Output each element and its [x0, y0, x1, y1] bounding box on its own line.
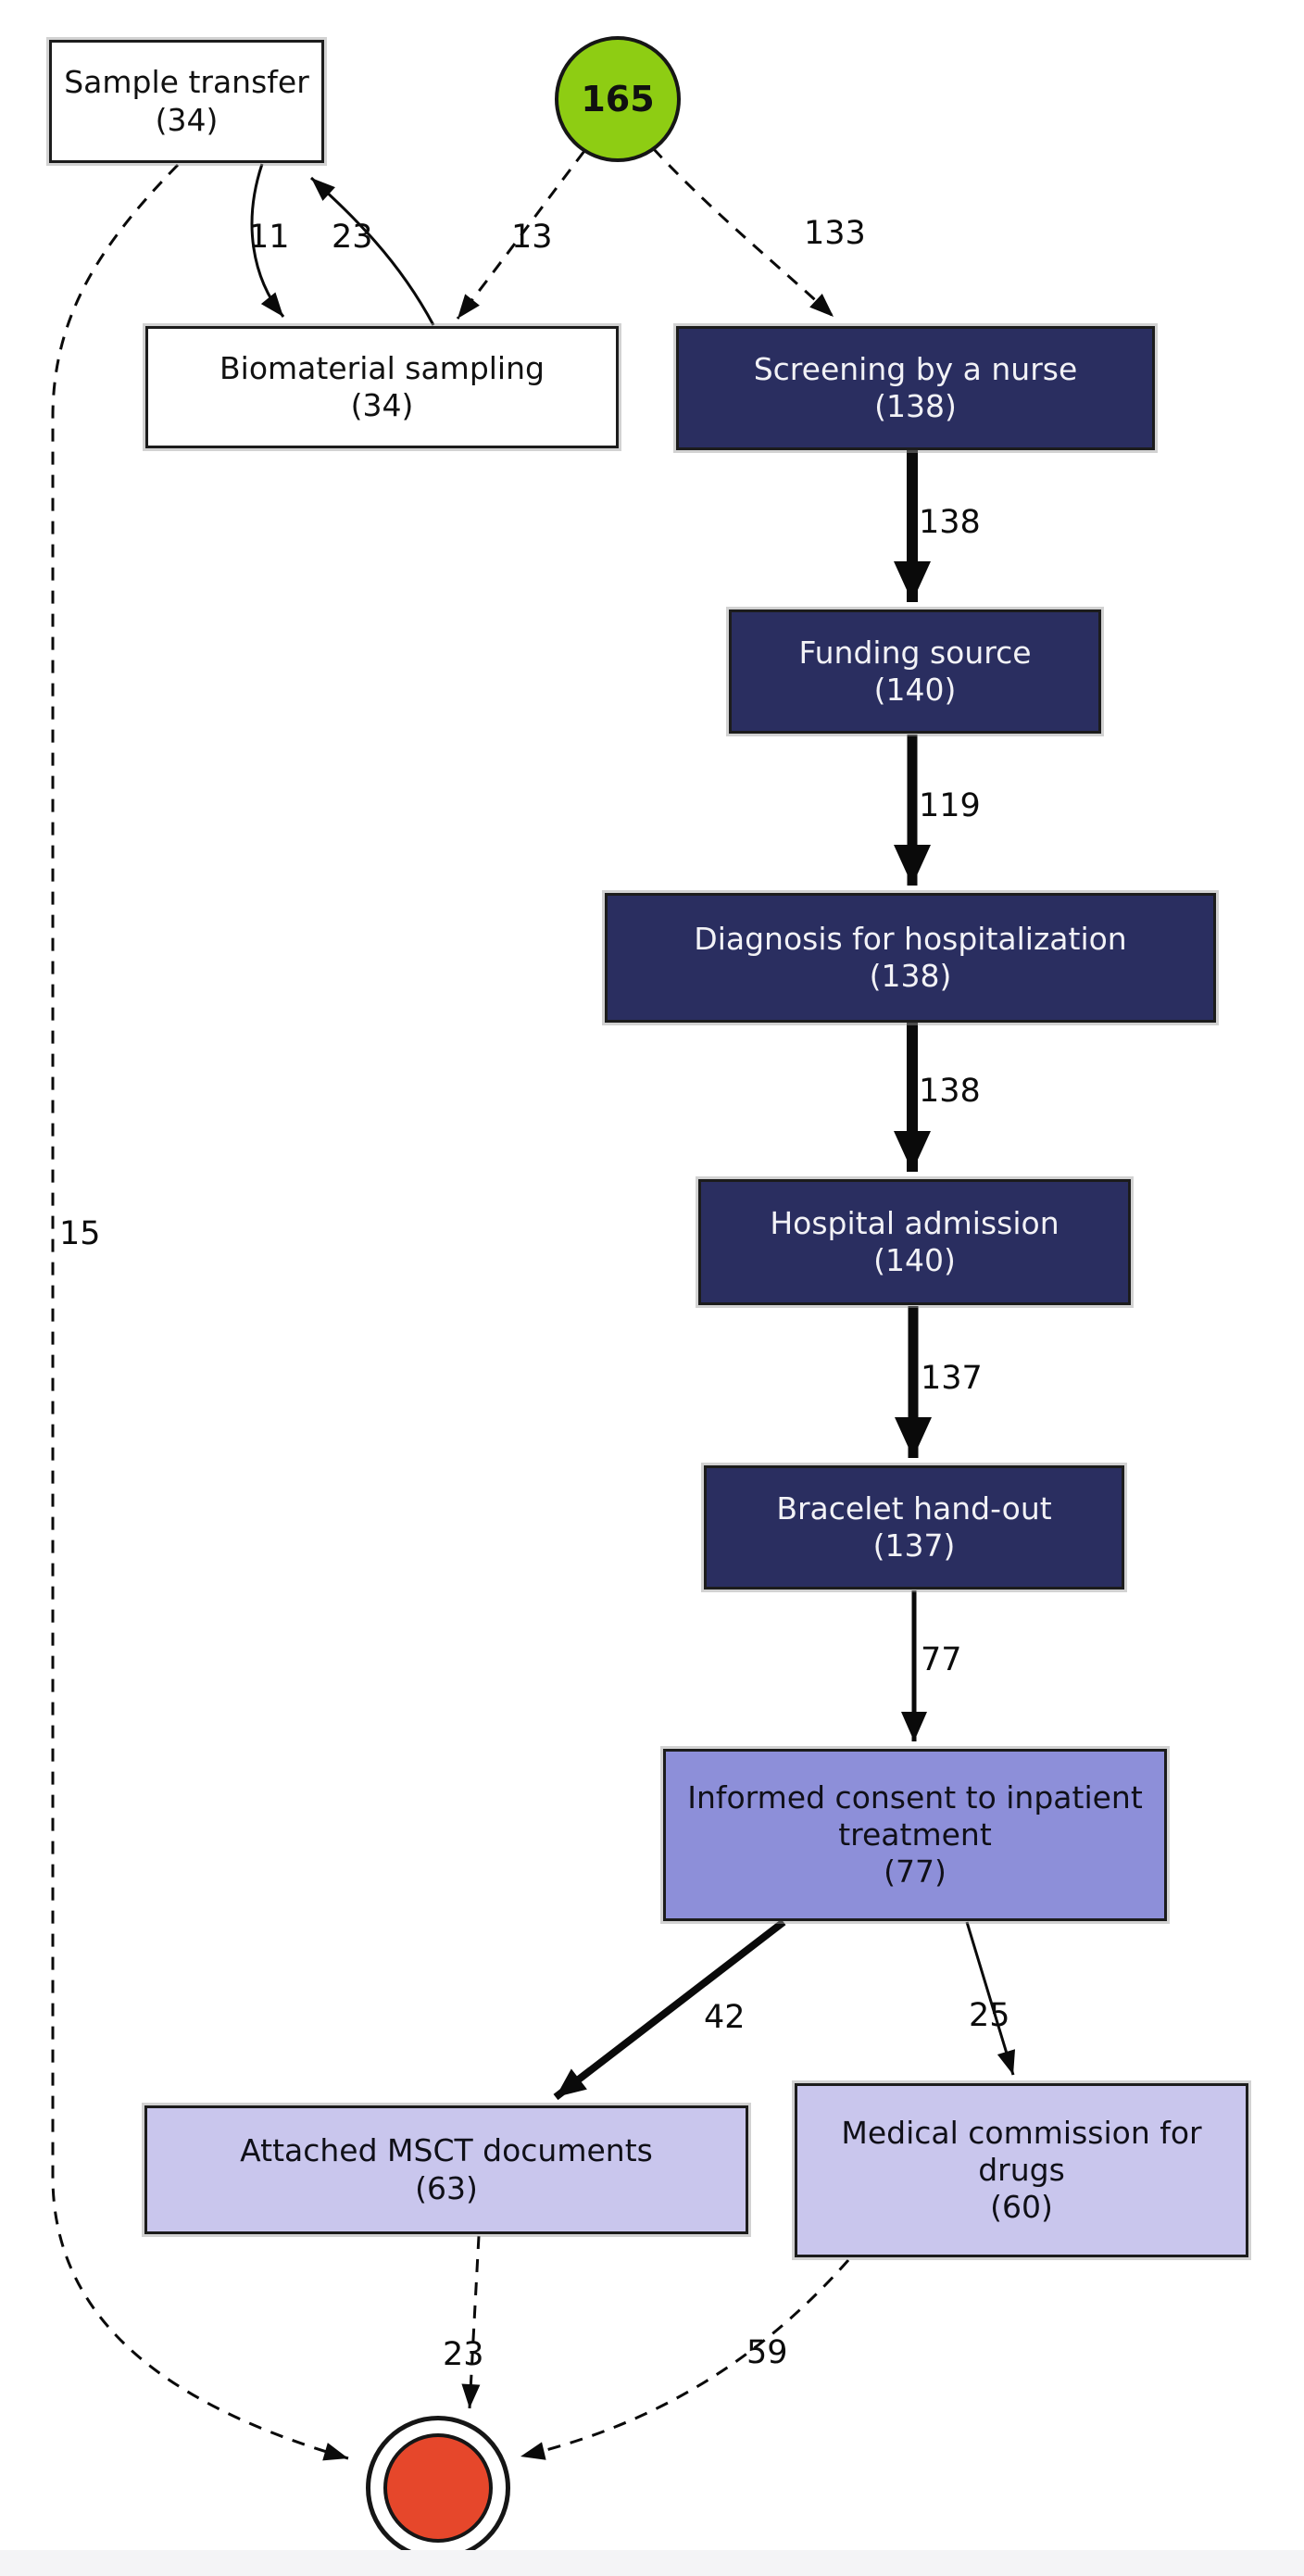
- node-count: (140): [873, 1242, 956, 1278]
- node-label: Attached MSCT documents: [240, 2132, 653, 2169]
- node-label: Medical commission for drugs: [841, 2114, 1202, 2188]
- node-count: (137): [872, 1527, 956, 1564]
- node-hospital-admission: Hospital admission (140): [698, 1179, 1131, 1305]
- edge-label-hospital-bracelet: 137: [921, 1360, 983, 1397]
- edge-start-to-screening: [651, 146, 835, 319]
- node-bracelet-handout: Bracelet hand-out (137): [704, 1465, 1124, 1590]
- node-count: (34): [350, 387, 414, 423]
- end-node-inner: [383, 2433, 493, 2543]
- edge-label-biomaterial-sample: 23: [332, 219, 373, 256]
- node-label: Diagnosis for hospitalization: [694, 920, 1127, 957]
- edge-sample-to-biomaterial: [250, 163, 285, 318]
- node-count: (77): [884, 1853, 947, 1891]
- edge-label-start-screening: 133: [804, 215, 866, 252]
- node-label: Hospital admission: [770, 1204, 1060, 1241]
- node-count: (138): [869, 958, 952, 994]
- node-label: Informed consent to inpatient treatment: [687, 1778, 1143, 1853]
- edge-label-informed-msct: 42: [704, 1999, 746, 2036]
- node-informed-consent: Informed consent to inpatient treatment …: [663, 1749, 1167, 1921]
- edge-start-to-biomaterial: [456, 150, 586, 320]
- edge-msct-to-end: [461, 2235, 481, 2409]
- node-label: Bracelet hand-out: [776, 1489, 1052, 1527]
- edge-label-bracelet-informed: 77: [921, 1641, 962, 1678]
- node-count: (138): [874, 388, 957, 424]
- node-sample-transfer: Sample transfer (34): [49, 40, 324, 163]
- edge-label-sample-end: 15: [59, 1215, 101, 1252]
- edge-informed-to-medcom: [965, 1921, 1016, 2076]
- node-label: Sample transfer: [64, 64, 309, 101]
- edge-sample-to-end: [51, 163, 349, 2461]
- node-count: (60): [990, 2189, 1053, 2226]
- node-medical-commission: Medical commission for drugs (60): [795, 2083, 1248, 2257]
- node-label: Biomaterial sampling: [219, 349, 545, 386]
- node-screening-nurse: Screening by a nurse (138): [676, 326, 1155, 450]
- node-diagnosis-hospitalization: Diagnosis for hospitalization (138): [605, 893, 1216, 1023]
- node-count: (34): [155, 101, 219, 138]
- edge-label-informed-medcom: 25: [969, 1997, 1010, 2034]
- edge-label-start-biomaterial: 13: [511, 219, 553, 256]
- edge-label-funding-diagnosis: 119: [919, 787, 981, 824]
- node-label: Funding source: [798, 634, 1032, 671]
- end-node: [366, 2416, 510, 2560]
- start-node: 165: [555, 36, 681, 162]
- edge-label-sample-biomaterial: 11: [248, 219, 290, 256]
- bottom-strip: [0, 2550, 1304, 2576]
- node-biomaterial-sampling: Biomaterial sampling (34): [145, 326, 619, 448]
- node-funding-source: Funding source (140): [729, 609, 1101, 734]
- edge-label-medcom-end: 59: [746, 2334, 788, 2371]
- start-node-count: 165: [581, 79, 655, 119]
- edge-label-screening-funding: 138: [919, 504, 981, 541]
- node-count: (63): [415, 2169, 478, 2206]
- node-label: Screening by a nurse: [753, 350, 1078, 387]
- edge-biomaterial-to-sample: [309, 176, 435, 326]
- node-attached-msct: Attached MSCT documents (63): [144, 2105, 748, 2234]
- edge-medcom-to-end: [520, 2259, 850, 2460]
- node-count: (140): [873, 672, 957, 708]
- edge-informed-to-msct: [553, 1918, 786, 2101]
- edge-label-msct-end: 23: [443, 2336, 484, 2373]
- edge-label-diagnosis-hospital: 138: [919, 1073, 981, 1110]
